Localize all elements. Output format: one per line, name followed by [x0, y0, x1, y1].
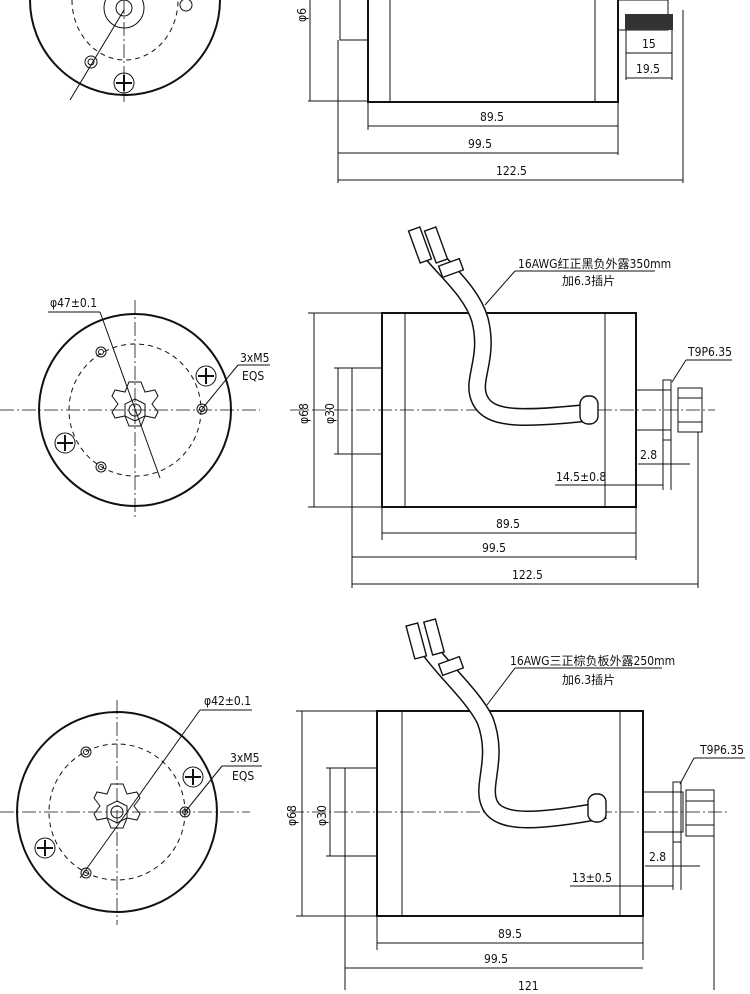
view1-side-view: φ6 15 19.5 89.5 99.5 122.5 — [295, 0, 684, 183]
view3-dia-30: φ30 — [315, 805, 329, 826]
view3-mount-hole-b-icon — [34, 837, 56, 859]
view1-mounting-hole-icon — [113, 72, 135, 94]
view2-side-view: 16AWG红正黑负外露350mm 加6.3插片 T9P6.35 φ68 φ30 … — [290, 226, 732, 588]
view3-dia-68: φ68 — [285, 805, 299, 826]
view3-sprocket-icon — [93, 783, 141, 829]
view2-mount-hole-a-icon — [195, 365, 217, 387]
view2-dim-122-5: 122.5 — [512, 568, 543, 582]
view2-wire-label-2: 加6.3插片 — [562, 274, 615, 288]
view3-holes-label: 3xM5 — [230, 751, 259, 765]
view2-dim-89-5: 89.5 — [496, 517, 520, 531]
view2-sprocket-label: T9P6.35 — [687, 345, 732, 359]
view2-dia-30: φ30 — [323, 403, 337, 424]
view2-dia-68: φ68 — [297, 403, 311, 424]
view2-wire-label: 16AWG红正黑负外露350mm — [518, 256, 671, 271]
view3-wire-label: 16AWG三正棕负板外露250mm — [510, 653, 675, 668]
view3-holes-eqs: EQS — [232, 769, 254, 783]
view3-pcd-label: φ42±0.1 — [204, 694, 251, 708]
view3-mount-hole-a-icon — [182, 766, 204, 788]
view2-end-view: φ47±0.1 3xM5 EQS — [0, 296, 270, 520]
view2-pcd-label: φ47±0.1 — [50, 296, 97, 310]
view2-dim-99-5: 99.5 — [482, 541, 506, 555]
view3-sprocket-label: T9P6.35 — [699, 743, 744, 757]
view1-end-view — [29, 0, 221, 105]
view3-end-view: φ42±0.1 3xM5 EQS — [0, 694, 262, 925]
view1-diameter-label: φ6 — [295, 8, 309, 22]
view1-dim-19-5: 19.5 — [636, 62, 660, 76]
view3-wire-label-2: 加6.3插片 — [562, 673, 615, 687]
view2-dim-2-8: 2.8 — [640, 448, 657, 462]
view1-dim-122-5: 122.5 — [496, 164, 527, 178]
view3-dim-121: 121 — [518, 979, 539, 990]
view1-dim-99-5: 99.5 — [468, 137, 492, 151]
view3-side-view: 16AWG三正棕负板外露250mm 加6.3插片 T9P6.35 φ68 φ30… — [285, 618, 745, 993]
view1-dim-15: 15 — [642, 37, 656, 51]
view2-sprocket-icon — [111, 381, 159, 427]
view3-dim-2-8: 2.8 — [649, 850, 666, 864]
view2-dim-14-5: 14.5±0.8 — [556, 470, 606, 484]
view2-holes-eqs: EQS — [242, 369, 264, 383]
view2-holes-label: 3xM5 — [240, 351, 269, 365]
view2-mount-hole-b-icon — [54, 432, 76, 454]
view3-dim-89-5: 89.5 — [498, 927, 522, 941]
view1-dim-89-5: 89.5 — [480, 110, 504, 124]
view3-dim-13: 13±0.5 — [572, 871, 612, 885]
view3-dim-99-5: 99.5 — [484, 952, 508, 966]
